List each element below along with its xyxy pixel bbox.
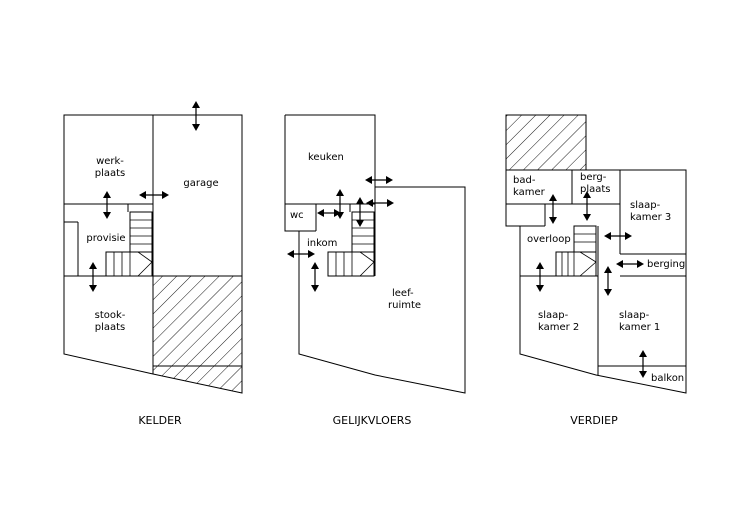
label-wc: wc xyxy=(290,210,304,221)
label-slaapkamer2-2: kamer 2 xyxy=(538,322,579,333)
verdiep-stair xyxy=(555,225,597,277)
label-balkon: balkon xyxy=(651,373,684,384)
arrow-wc-inkom xyxy=(317,209,341,217)
arrow-werkplaats-provisie xyxy=(103,191,111,219)
label-slaapkamer3-1: slaap- xyxy=(630,200,661,211)
title-verdiep: VERDIEP xyxy=(570,414,618,427)
arrow-overloop-slaapkamer2 xyxy=(536,262,544,292)
arrow-provisie-stookplaats xyxy=(89,262,97,292)
arrow-badkamer-overloop xyxy=(549,194,557,224)
label-bergplaats-2: plaats xyxy=(580,184,611,195)
label-slaapkamer1-1: slaap- xyxy=(619,310,650,321)
arrow-inkom-down xyxy=(311,262,319,292)
kelder-void-hatch xyxy=(153,276,242,366)
label-slaapkamer2-1: slaap- xyxy=(538,310,569,321)
label-badkamer-2: kamer xyxy=(513,187,546,198)
kelder-stair xyxy=(105,211,153,277)
label-provisie: provisie xyxy=(86,233,125,244)
arrow-garage-outside xyxy=(192,101,200,131)
arrow-stair-keuken xyxy=(356,197,364,227)
arrow-bergplaats-overloop xyxy=(583,191,591,221)
kelder-terrace-hatch xyxy=(153,366,242,393)
title-gelijkvloers: GELIJKVLOERS xyxy=(333,414,412,427)
label-badkamer-1: bad- xyxy=(513,175,536,186)
label-werkplaats-1: werk- xyxy=(96,156,124,167)
verdiep-walls xyxy=(505,114,687,394)
label-berging: berging xyxy=(647,259,685,270)
label-leefruimte-1: leef- xyxy=(392,288,414,299)
label-leefruimte-2: ruimte xyxy=(388,300,421,311)
kelder-door-arrows xyxy=(89,101,200,292)
arrow-inkom-leefruimte-top xyxy=(366,199,394,207)
label-slaapkamer3-2: kamer 3 xyxy=(630,212,671,223)
gelijkvloers-plan: keuken wc inkom leef- ruimte xyxy=(284,114,466,427)
arrow-overloop-berging xyxy=(616,260,644,268)
verdiep-plan: bad- kamer berg- plaats slaap- kamer 3 o… xyxy=(505,114,687,427)
gelijkvloers-stair xyxy=(327,211,375,277)
verdiep-void-hatch xyxy=(506,115,586,170)
label-stookplaats-1: stook- xyxy=(95,310,126,321)
label-werkplaats-2: plaats xyxy=(95,168,126,179)
label-overloop: overloop xyxy=(527,234,571,245)
title-kelder: KELDER xyxy=(138,414,182,427)
kelder-plan: werk- plaats garage provisie stook- plaa… xyxy=(63,101,243,427)
label-garage: garage xyxy=(183,178,218,189)
verdiep-door-arrows xyxy=(536,191,647,378)
arrow-keuken-outside xyxy=(365,176,393,184)
arrow-inkom-outside xyxy=(287,250,315,258)
label-inkom: inkom xyxy=(307,238,337,249)
gelijkvloers-door-arrows xyxy=(287,176,394,292)
label-slaapkamer1-2: kamer 1 xyxy=(619,322,660,333)
label-bergplaats-1: berg- xyxy=(580,172,607,183)
label-stookplaats-2: plaats xyxy=(95,322,126,333)
label-keuken: keuken xyxy=(308,152,344,163)
arrow-werkplaats-garage xyxy=(139,191,169,199)
arrow-overloop-slaapkamer1 xyxy=(604,266,612,296)
arrow-slaapkamer1-balkon xyxy=(639,350,647,378)
arrow-overloop-slaapkamer3 xyxy=(604,232,632,240)
